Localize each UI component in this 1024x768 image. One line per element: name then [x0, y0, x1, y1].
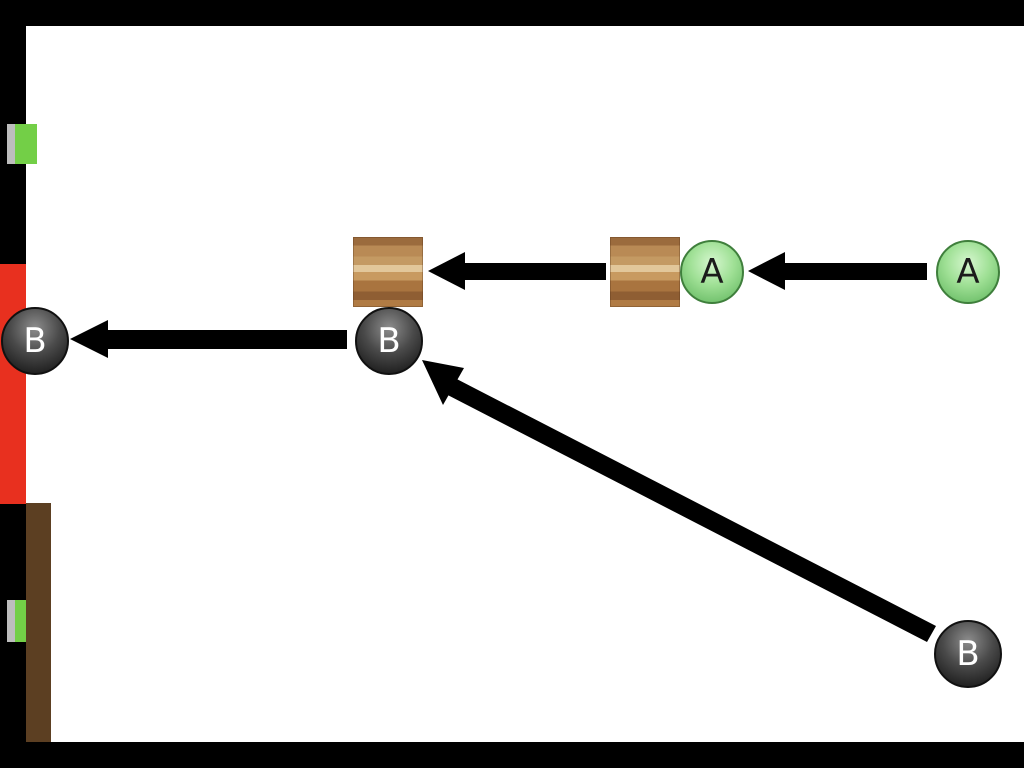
token-b-label: B	[377, 321, 401, 361]
arrow-diagonal-icon	[422, 360, 936, 642]
wooden-crate-icon[interactable]	[353, 237, 423, 307]
arrow-left-icon	[428, 252, 606, 290]
frame-top-border	[0, 0, 1024, 26]
frame-bottom-border	[0, 742, 1024, 768]
token-b-label: B	[956, 634, 980, 674]
red-wall-segment	[0, 264, 26, 504]
arrow-left-icon	[70, 320, 347, 358]
token-b-label: B	[23, 321, 47, 361]
brown-wall-segment	[26, 503, 51, 742]
token-b-icon[interactable]: B	[934, 620, 1002, 688]
token-a-label: A	[700, 252, 724, 292]
token-a-label: A	[956, 252, 980, 292]
token-b-icon[interactable]: B	[1, 307, 69, 375]
arrow-left-icon	[748, 252, 927, 290]
game-board	[26, 26, 1024, 742]
green-gate-bottom	[7, 600, 26, 642]
green-gate-top-fill	[15, 124, 37, 164]
wooden-crate-icon[interactable]	[610, 237, 680, 307]
token-a-icon[interactable]: A	[936, 240, 1000, 304]
token-a-icon[interactable]: A	[680, 240, 744, 304]
green-gate-top	[7, 124, 37, 164]
green-gate-bottom-fill	[15, 600, 26, 642]
token-b-icon[interactable]: B	[355, 307, 423, 375]
